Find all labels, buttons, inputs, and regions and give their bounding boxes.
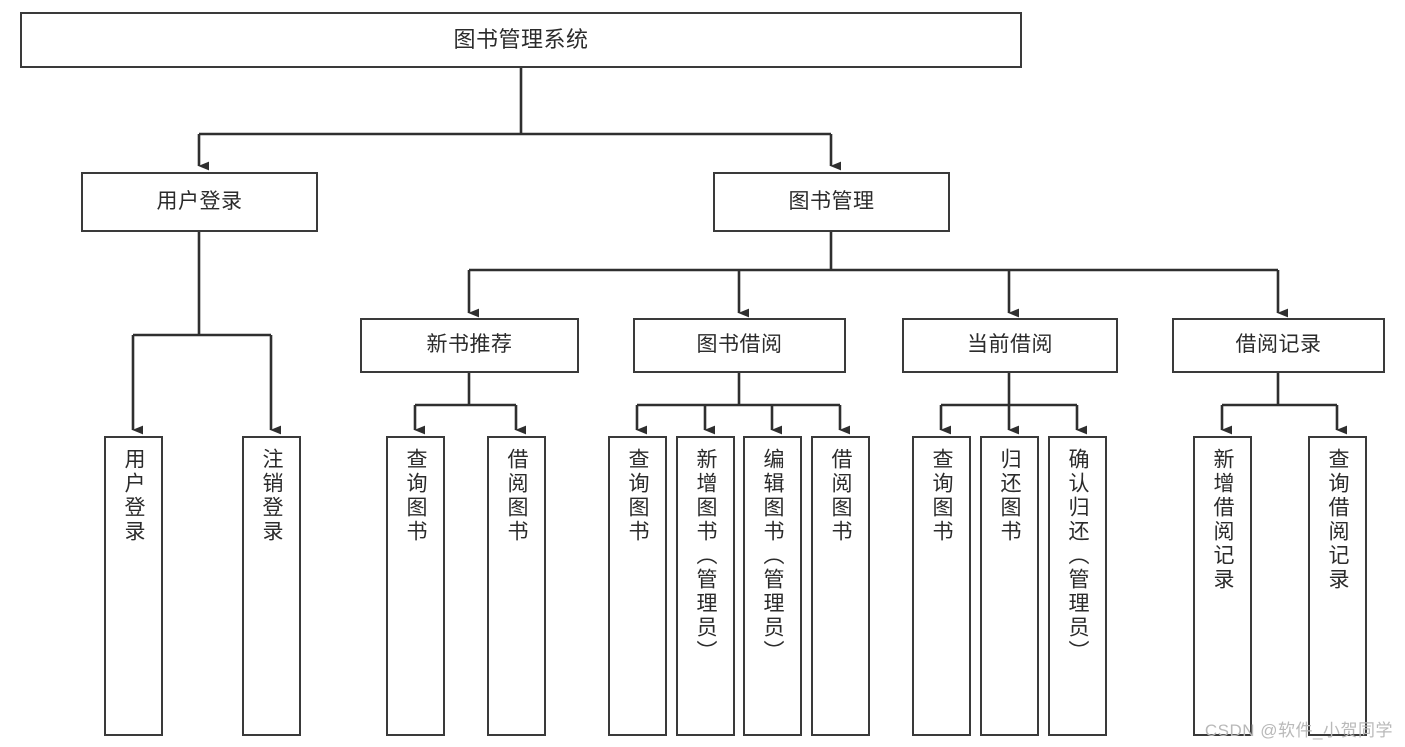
node-leaf-user-login[interactable]: 用户登录 [104,436,163,736]
node-leaf-borrow-book-2[interactable]: 借阅图书 [811,436,870,736]
node-leaf-borrow-book-1-label: 借阅图书 [505,448,528,544]
node-leaf-return-book-label: 归还图书 [998,448,1021,544]
node-leaf-confirm-return-label: 确认归还（管理员） [1066,448,1089,664]
node-leaf-query-book-1-label: 查询图书 [404,448,427,544]
node-user-login[interactable]: 用户登录 [81,172,318,232]
node-book-manage-label: 图书管理 [788,189,875,213]
node-leaf-query-book-1[interactable]: 查询图书 [386,436,445,736]
node-borrow-record-label: 借阅记录 [1235,333,1322,357]
node-leaf-user-login-label: 用户登录 [122,448,145,544]
node-root-label: 图书管理系统 [453,27,589,53]
node-leaf-borrow-book-1[interactable]: 借阅图书 [487,436,546,736]
node-current-borrow[interactable]: 当前借阅 [902,318,1118,373]
node-current-borrow-label: 当前借阅 [967,333,1053,357]
node-user-login-label: 用户登录 [156,189,243,213]
node-leaf-query-record[interactable]: 查询借阅记录 [1308,436,1367,736]
node-leaf-borrow-book-2-label: 借阅图书 [829,448,852,544]
node-root[interactable]: 图书管理系统 [20,12,1022,68]
node-leaf-confirm-return[interactable]: 确认归还（管理员） [1048,436,1107,736]
node-new-book-recommend[interactable]: 新书推荐 [360,318,579,373]
node-leaf-add-book-label: 新增图书（管理员） [694,448,717,664]
node-leaf-edit-book[interactable]: 编辑图书（管理员） [743,436,802,736]
node-book-manage[interactable]: 图书管理 [713,172,950,232]
node-leaf-query-book-2[interactable]: 查询图书 [608,436,667,736]
node-leaf-query-book-3-label: 查询图书 [930,448,953,544]
node-book-borrow[interactable]: 图书借阅 [633,318,846,373]
node-leaf-add-record-label: 新增借阅记录 [1211,448,1234,592]
node-borrow-record[interactable]: 借阅记录 [1172,318,1385,373]
node-book-borrow-label: 图书借阅 [696,333,783,357]
node-leaf-query-book-2-label: 查询图书 [626,448,649,544]
node-leaf-add-book[interactable]: 新增图书（管理员） [676,436,735,736]
node-leaf-logout[interactable]: 注销登录 [242,436,301,736]
node-leaf-logout-label: 注销登录 [260,448,283,544]
node-leaf-query-record-label: 查询借阅记录 [1326,448,1349,592]
node-new-book-recommend-label: 新书推荐 [426,333,513,357]
node-leaf-return-book[interactable]: 归还图书 [980,436,1039,736]
node-leaf-edit-book-label: 编辑图书（管理员） [761,448,784,664]
node-leaf-add-record[interactable]: 新增借阅记录 [1193,436,1252,736]
csdn-watermark: CSDN @软件_小贺同学 [1204,721,1393,740]
node-leaf-query-book-3[interactable]: 查询图书 [912,436,971,736]
